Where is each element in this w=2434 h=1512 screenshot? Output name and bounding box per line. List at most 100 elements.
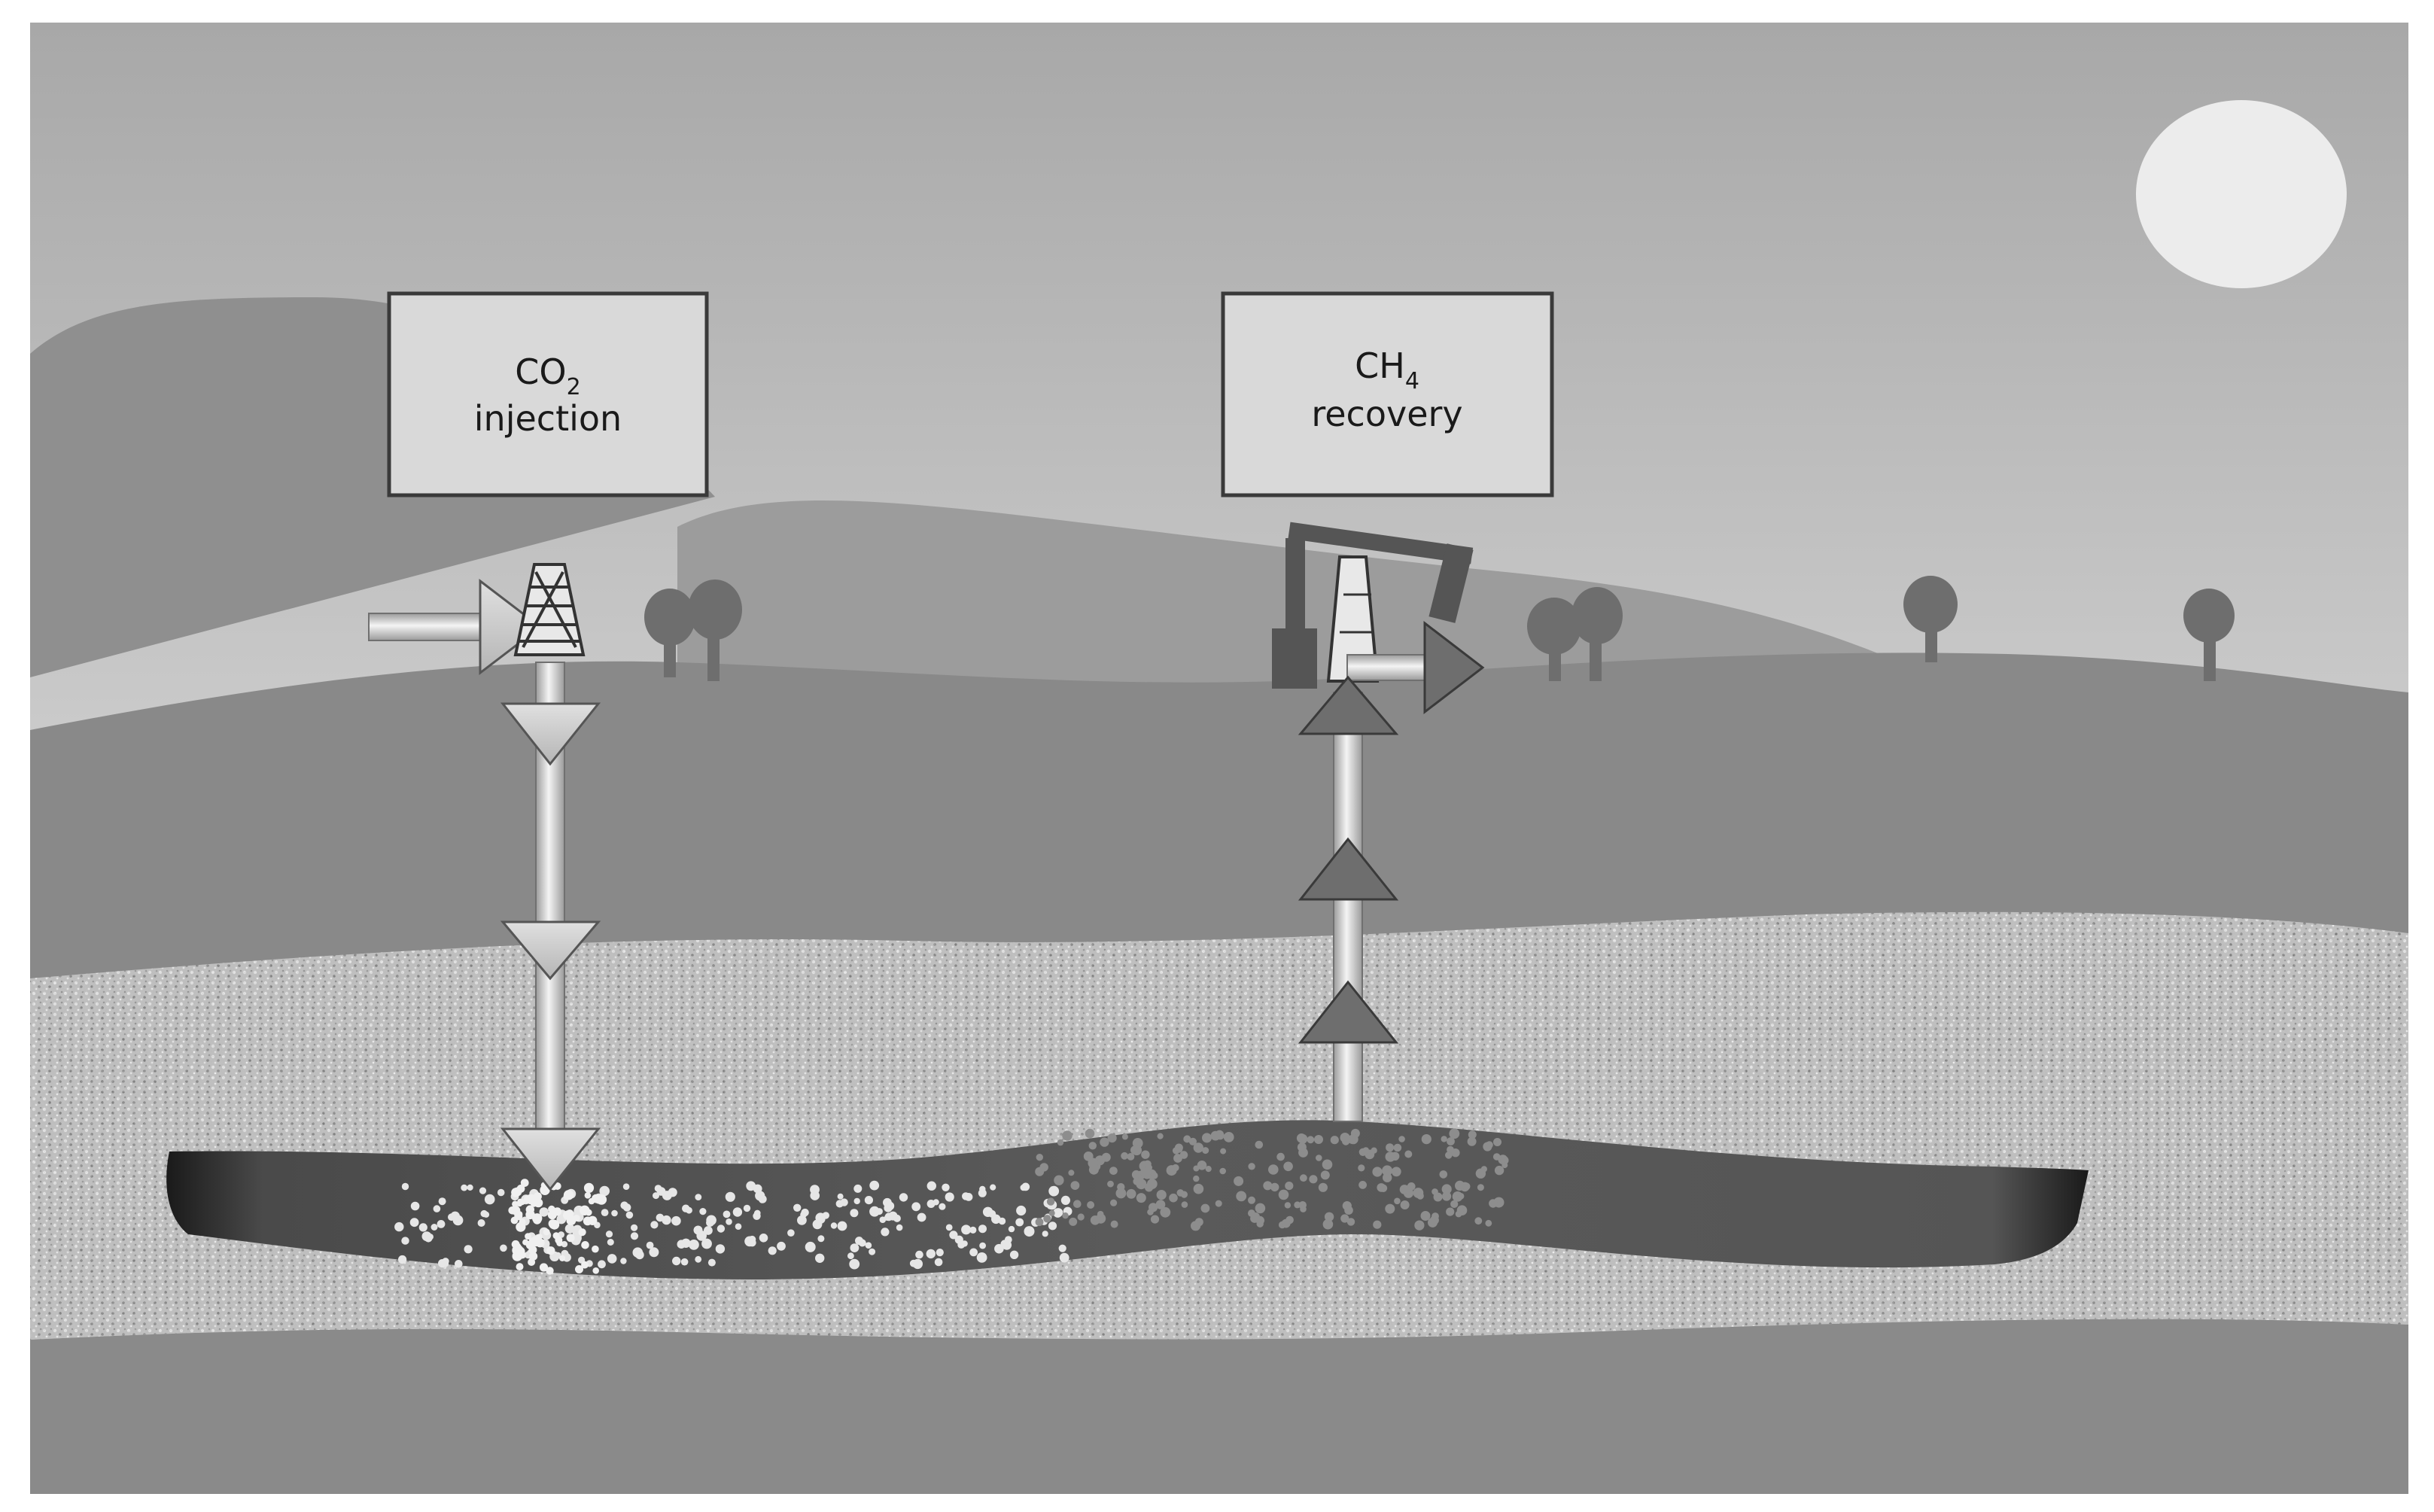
gas-bubble bbox=[401, 1237, 409, 1245]
gas-bubble bbox=[1197, 1161, 1207, 1170]
gas-bubble bbox=[598, 1260, 606, 1269]
gas-bubble bbox=[754, 1209, 761, 1217]
gas-bubble bbox=[1202, 1147, 1209, 1155]
gas-bubble bbox=[853, 1197, 860, 1205]
gas-bubble bbox=[1157, 1133, 1164, 1139]
sun bbox=[2136, 100, 2347, 288]
gas-bubble bbox=[438, 1197, 446, 1206]
gas-bubble bbox=[696, 1231, 707, 1241]
gas-bubble bbox=[552, 1232, 560, 1240]
gas-bubble bbox=[1485, 1219, 1492, 1227]
gas-bubble bbox=[1140, 1167, 1151, 1178]
gas-bubble bbox=[620, 1258, 627, 1264]
gas-bubble bbox=[1048, 1185, 1060, 1197]
gas-bubble bbox=[746, 1181, 756, 1191]
gas-bubble bbox=[1210, 1130, 1221, 1141]
gas-bubble bbox=[599, 1185, 610, 1197]
gas-bubble bbox=[1468, 1130, 1477, 1139]
gas-bubble bbox=[1166, 1165, 1177, 1176]
tree bbox=[644, 580, 742, 681]
injection-feed-arrow-icon bbox=[479, 578, 543, 676]
gas-bubble bbox=[535, 1238, 545, 1248]
gas-bubble bbox=[1121, 1133, 1128, 1140]
gas-bubble bbox=[1398, 1136, 1405, 1142]
gas-bubble bbox=[588, 1215, 598, 1226]
gas-bubble bbox=[564, 1224, 575, 1234]
gas-bubble bbox=[500, 1244, 507, 1252]
gas-bubble bbox=[990, 1184, 996, 1191]
recovery-label-box: CH4 recovery bbox=[1221, 291, 1554, 497]
gas-bubble bbox=[1136, 1179, 1147, 1190]
gas-bubble bbox=[409, 1218, 419, 1228]
gas-bubble bbox=[865, 1242, 872, 1249]
gas-bubble bbox=[717, 1225, 726, 1233]
gas-bubble bbox=[837, 1193, 844, 1200]
gas-bubble bbox=[1193, 1175, 1200, 1182]
gas-bubble bbox=[926, 1181, 937, 1191]
gas-bubble bbox=[1020, 1184, 1027, 1191]
gas-bubble bbox=[1441, 1136, 1447, 1142]
gas-bubble bbox=[707, 1258, 716, 1267]
gas-bubble bbox=[1215, 1200, 1222, 1207]
gas-bubble bbox=[607, 1239, 614, 1246]
gas-bubble bbox=[915, 1250, 923, 1259]
gas-bubble bbox=[525, 1209, 535, 1220]
gas-bubble bbox=[1372, 1167, 1383, 1177]
gas-bubble bbox=[853, 1184, 863, 1193]
gas-bubble bbox=[805, 1241, 816, 1252]
gas-bubble bbox=[1400, 1187, 1407, 1194]
gas-bubble bbox=[1146, 1179, 1158, 1189]
gas-bubble bbox=[850, 1243, 860, 1252]
gas-bubble bbox=[847, 1252, 854, 1260]
gas-bubble bbox=[1421, 1134, 1431, 1145]
recovery-pipe bbox=[1333, 692, 1363, 1122]
gas-bubble bbox=[699, 1208, 707, 1215]
injection-well bbox=[368, 563, 601, 1191]
gas-bubble bbox=[1141, 1150, 1150, 1159]
gas-bubble bbox=[768, 1246, 777, 1255]
gas-bubble bbox=[482, 1211, 490, 1218]
gas-bubble bbox=[1008, 1225, 1015, 1233]
gas-bubble bbox=[869, 1180, 880, 1191]
gas-bubble bbox=[581, 1261, 589, 1269]
gas-bubble bbox=[566, 1234, 575, 1243]
gas-bubble bbox=[1263, 1181, 1273, 1191]
gas-bubble bbox=[686, 1206, 692, 1214]
gas-bubble bbox=[592, 1245, 599, 1253]
gas-bubble bbox=[653, 1192, 659, 1200]
gas-bubble bbox=[1109, 1167, 1118, 1175]
gas-bubble bbox=[1107, 1133, 1117, 1143]
gas-bubble bbox=[1385, 1203, 1395, 1214]
gas-bubble bbox=[695, 1194, 702, 1200]
gas-bubble bbox=[1100, 1137, 1109, 1147]
gas-bubble bbox=[1431, 1212, 1439, 1220]
gas-bubble bbox=[1121, 1151, 1128, 1160]
gas-bubble bbox=[704, 1226, 713, 1235]
gas-bubble bbox=[1156, 1190, 1167, 1200]
gas-bubble bbox=[448, 1213, 455, 1221]
gas-bubble bbox=[1447, 1145, 1454, 1154]
gas-bubble bbox=[1188, 1137, 1197, 1145]
gas-bubble bbox=[1220, 1148, 1227, 1155]
gas-bubble bbox=[511, 1240, 520, 1249]
gas-bubble bbox=[1057, 1139, 1064, 1146]
derrick-icon bbox=[513, 563, 586, 656]
gas-bubble bbox=[1268, 1164, 1279, 1175]
injection-label-box: CO2 injection bbox=[387, 291, 709, 497]
gas-bubble bbox=[1324, 1212, 1334, 1222]
gas-bubble bbox=[410, 1201, 420, 1211]
gas-bubble bbox=[1004, 1236, 1012, 1243]
gas-bubble bbox=[896, 1224, 903, 1231]
gas-bubble bbox=[732, 1207, 743, 1217]
gas-bubble bbox=[1413, 1188, 1424, 1198]
gas-bubble bbox=[630, 1232, 639, 1240]
gas-bubble bbox=[1348, 1134, 1358, 1145]
gas-bubble bbox=[1386, 1143, 1395, 1152]
gas-bubble bbox=[1377, 1183, 1386, 1192]
gas-bubble bbox=[484, 1194, 495, 1205]
gas-bubble bbox=[743, 1204, 751, 1212]
gas-bubble bbox=[394, 1221, 404, 1232]
gas-bubble bbox=[622, 1183, 630, 1190]
up-arrow-icon bbox=[1298, 675, 1399, 735]
gas-bubble bbox=[945, 1192, 954, 1202]
